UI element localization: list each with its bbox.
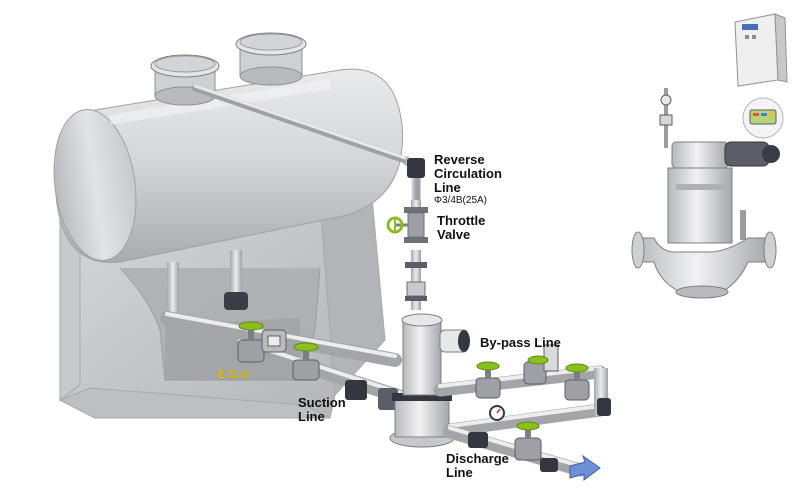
flow-arrow-icon [569, 454, 601, 481]
throttle-valve-label: Throttle Valve [437, 214, 485, 242]
bypass-gauge [489, 405, 505, 421]
reverse-circulation-label-line3: Line [434, 180, 461, 195]
bypass-valve-2 [564, 363, 590, 401]
discharge-pipe [443, 421, 587, 477]
esv-label: E.S.V. [218, 369, 252, 381]
suction-line-label-line2: Line [298, 409, 325, 424]
reverse-circulation-label: Reverse Circulation Line Φ3/4B(25A) [434, 153, 502, 207]
bypass-line-label: By-pass Line [480, 335, 561, 350]
central-pump [389, 313, 470, 448]
throttle-valve-label-line2: Valve [437, 227, 471, 242]
suction-line-label: Suction Line [298, 396, 346, 424]
discharge-line-label: Discharge Line [446, 452, 509, 480]
manhole-left [150, 54, 220, 106]
esv-valve-3 [292, 342, 320, 381]
manhole-right [235, 32, 307, 86]
reverse-circulation-size: Φ3/4B(25A) [434, 195, 488, 206]
bypass-pressure-relief [523, 344, 559, 385]
throttle-valve [386, 207, 428, 243]
bypass-pipe [433, 365, 611, 437]
throttle-valve-label-line1: Throttle [437, 213, 486, 228]
storage-tank [53, 68, 404, 263]
bypass-valve-1 [475, 361, 501, 399]
suction-line-label-line1: Suction [298, 395, 346, 410]
discharge-line-label-line2: Line [446, 465, 473, 480]
discharge-line-label-line1: Discharge [446, 451, 509, 466]
controller-display-icon [742, 97, 784, 139]
reverse-circulation-label-line1: Reverse [434, 152, 485, 167]
esv-valve-2 [261, 329, 287, 353]
control-panel-illustration [734, 13, 788, 87]
esv-valve-1 [237, 321, 265, 363]
inline-pump-illustration [631, 88, 780, 299]
reverse-line-fittings [405, 262, 427, 301]
reverse-circulation-label-line2: Circulation [434, 166, 502, 181]
